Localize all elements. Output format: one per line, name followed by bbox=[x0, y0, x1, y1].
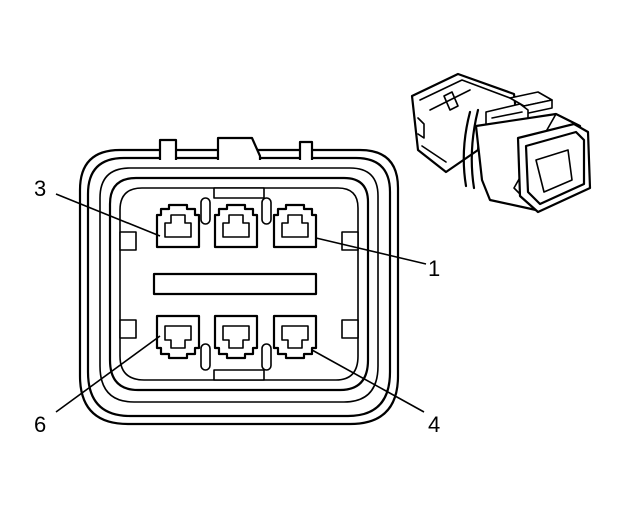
callout-label-3: 3 bbox=[34, 176, 46, 201]
leader-line-6 bbox=[55, 335, 161, 413]
terminal-cavity-6 bbox=[155, 314, 201, 360]
terminal-cavity-4 bbox=[272, 314, 318, 360]
leader-line-4 bbox=[311, 349, 425, 413]
top-latch bbox=[158, 136, 314, 160]
terminal-cavity-1 bbox=[272, 203, 318, 249]
center-key-bar bbox=[152, 272, 318, 296]
terminal-cavity-5 bbox=[213, 314, 259, 360]
terminal-cavity-3 bbox=[155, 203, 201, 249]
terminal-cavity-2 bbox=[213, 203, 259, 249]
callout-label-4: 4 bbox=[428, 412, 440, 437]
connector-iso-view bbox=[410, 72, 592, 214]
connector-face bbox=[78, 136, 400, 426]
callout-label-6: 6 bbox=[34, 412, 46, 437]
callout-label-1: 1 bbox=[428, 256, 440, 281]
leader-line-1 bbox=[315, 237, 427, 265]
leader-line-3 bbox=[55, 193, 161, 237]
